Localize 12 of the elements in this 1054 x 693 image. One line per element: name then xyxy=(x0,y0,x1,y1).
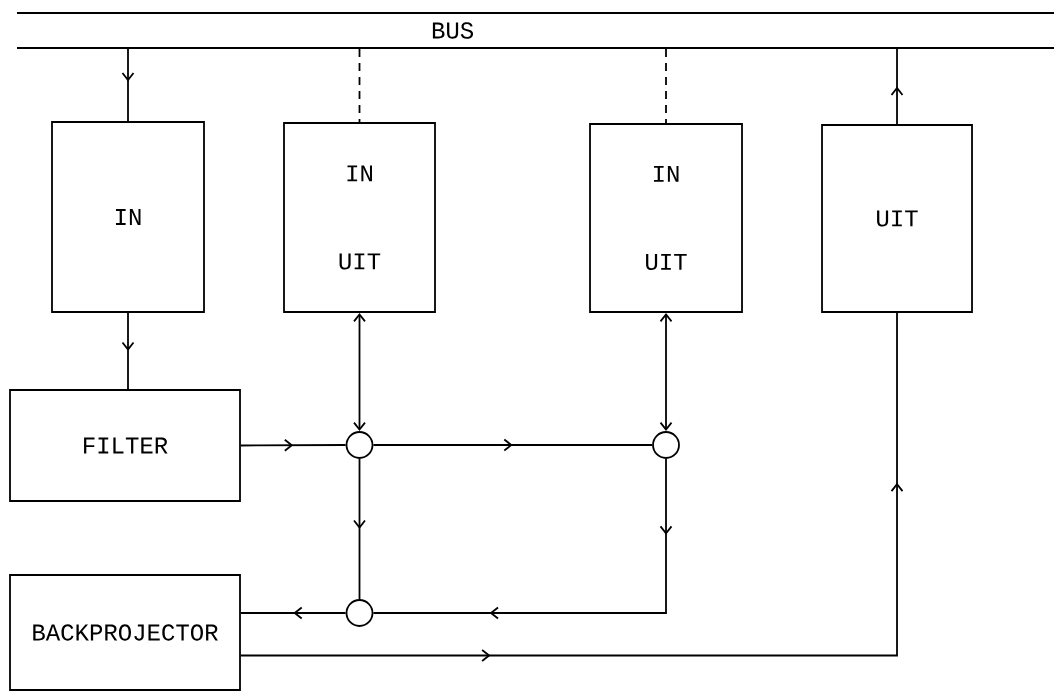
arrow xyxy=(353,312,366,432)
junction-circle xyxy=(345,431,374,459)
block-box: IN UIT xyxy=(589,123,743,313)
block-box: IN UIT xyxy=(283,122,436,313)
arrow xyxy=(659,312,673,432)
block-box: BACKPROJECTOR xyxy=(9,574,241,691)
block-box: IN xyxy=(51,121,205,313)
block-box: FILTER xyxy=(9,389,241,502)
junction-circle xyxy=(345,599,374,627)
bus: BUS xyxy=(16,12,1054,49)
junction-circle xyxy=(652,431,680,459)
block-box: UIT xyxy=(821,124,973,313)
